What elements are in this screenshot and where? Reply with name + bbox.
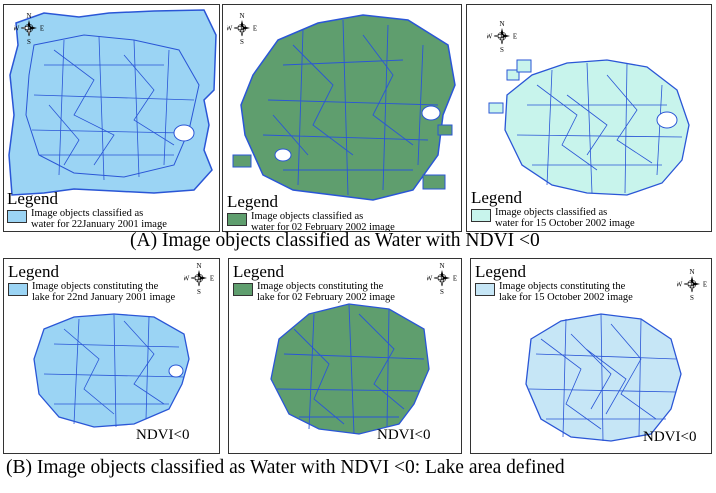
legend-entry: Image objects classified as water for 02… [227,211,395,232]
caption-row-b: (B) Image objects classified as Water wi… [6,457,565,478]
compass-n: N [499,20,504,28]
compass-n: N [26,12,31,20]
legend-swatch [7,210,27,223]
north-arrow-icon: NW E S [426,261,457,296]
compass-s: S [440,288,444,295]
legend-text: Image objects classified as water for 15… [495,207,635,229]
map-panel-b2: Legend Image objects constituting the la… [228,258,462,454]
lake-area-map-jan-2001 [33,313,190,428]
compass-s: S [500,46,504,53]
map-panel-a1: NW E S Legend Image objects classified as … [3,4,220,232]
compass-w: W [677,281,683,289]
ndvi-label: NDVI<0 [643,429,697,445]
legend-text-line: Image objects constituting the [32,281,159,292]
compass-w: W [14,25,20,33]
map-panel-b1: Legend Image objects constituting the la… [3,258,220,454]
map-panel-a2: NW E S Legend Image objects classified as … [222,4,462,232]
compass-s: S [690,294,694,301]
legend-title: Legend [233,262,284,281]
compass-w: W [184,275,190,283]
legend-title: Legend [471,188,522,207]
legend-text-line: Image objects classified as [251,211,364,222]
legend-title: Legend [475,262,526,281]
legend-text: Image objects constituting the lake for … [499,281,633,303]
legend-entry: Image objects constituting the lake for … [475,281,633,303]
legend-title: Legend [8,262,59,281]
legend-title: Legend [227,192,278,211]
legend-text-line: lake for 15 October 2002 image [499,292,633,303]
compass-s: S [240,38,244,45]
compass-e: E [703,281,707,289]
legend-entry: Image objects classified as water for 22… [7,208,167,230]
compass-n: N [689,268,694,276]
legend-swatch [233,283,253,296]
legend-text-line: Image objects constituting the [499,281,626,292]
water-objects-map-oct-2002 [488,59,690,196]
legend-swatch [475,283,495,296]
lake-area-map-feb-2002 [270,303,430,435]
north-arrow-icon: NW E S [226,11,257,46]
water-objects-map-feb-2002 [232,14,456,201]
legend-text-line: lake for 02 February 2002 image [257,292,395,303]
legend-swatch [471,209,491,222]
legend-entry: Image objects constituting the lake for … [8,281,175,303]
north-arrow-icon: NW E S [676,267,707,302]
map-panel-a3: NW E S Legend Image objects classified as … [466,4,712,232]
compass-e: E [253,25,257,33]
ndvi-label: NDVI<0 [136,427,190,443]
water-objects-map-jan-2001 [8,9,217,196]
legend-swatch [8,283,28,296]
compass-e: E [453,275,457,283]
legend-text: Image objects classified as water for 22… [31,208,167,230]
compass-w: W [487,33,493,41]
legend-text: Image objects classified as water for 02… [251,211,395,232]
compass-s: S [197,288,201,295]
compass-e: E [210,275,214,283]
legend-text-line: Image objects classified as [495,207,608,218]
legend-title: Legend [7,189,58,208]
legend-entry: Image objects constituting the lake for … [233,281,395,303]
compass-s: S [27,38,31,45]
legend-text-line: Image objects classified as [31,208,144,219]
legend-text-line: lake for 22nd January 2001 image [32,292,176,303]
compass-w: W [427,275,433,283]
ndvi-label: NDVI<0 [377,427,431,443]
compass-e: E [513,33,517,41]
legend-text: Image objects constituting the lake for … [32,281,175,303]
map-panel-b3: Legend Image objects constituting the la… [470,258,712,454]
legend-swatch [227,213,247,226]
legend-text-line: Image objects constituting the [257,281,384,292]
compass-w: W [227,25,233,33]
legend-text-line: water for 22January 2001 image [31,219,167,230]
legend-text-line: water for 02 February 2002 image [251,222,395,232]
legend-text: Image objects constituting the lake for … [257,281,395,303]
compass-n: N [239,12,244,20]
lake-area-map-oct-2002 [525,313,682,442]
north-arrow-icon: NW E S [486,19,517,54]
compass-e: E [40,25,44,33]
legend-entry: Image objects classified as water for 15… [471,207,635,229]
north-arrow-icon: NW E S [183,261,214,296]
compass-n: N [439,262,444,270]
north-arrow-icon: NW E S [13,11,44,46]
legend-text-line: water for 15 October 2002 image [495,218,635,229]
caption-row-a: (A) Image objects classified as Water wi… [130,230,540,251]
compass-n: N [196,262,201,270]
